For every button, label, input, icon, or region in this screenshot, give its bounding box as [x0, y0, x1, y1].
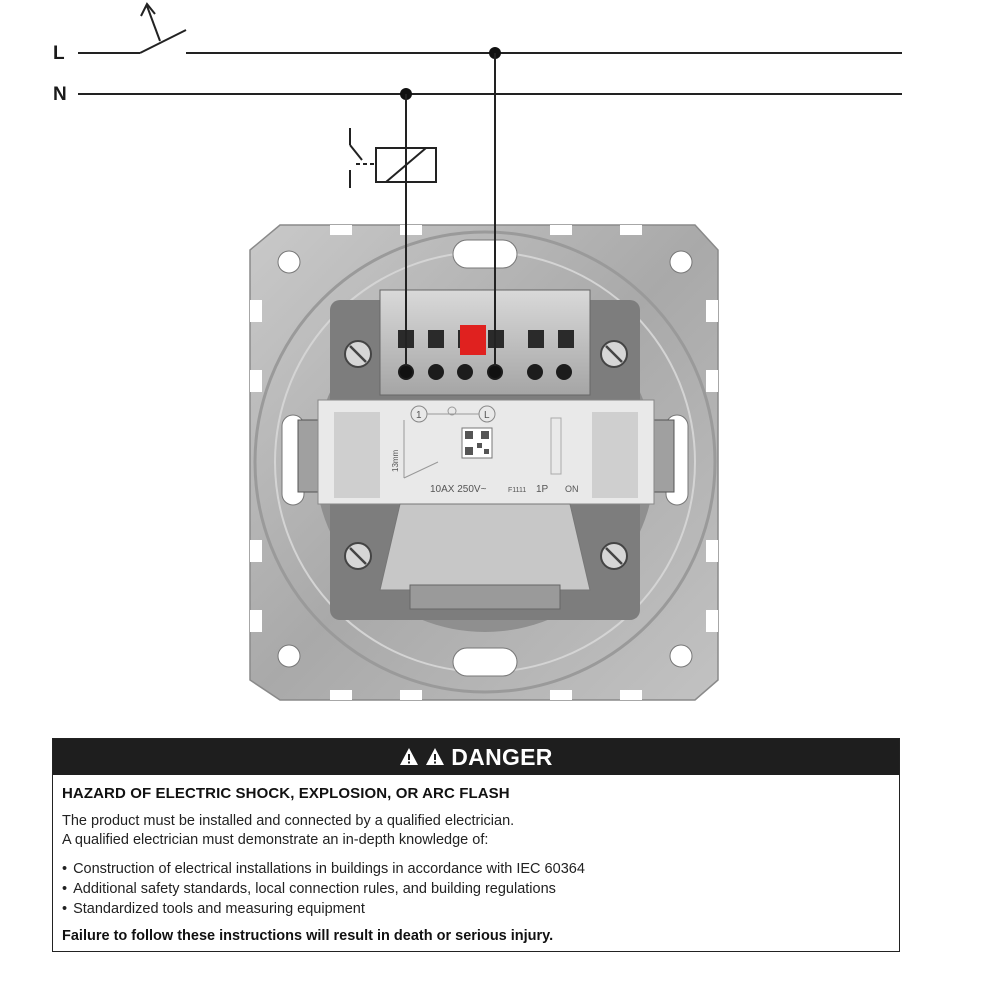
switch-arrow-icon [140, 2, 161, 42]
terminal-l-marking: L [484, 410, 490, 421]
line-l-label: L [53, 43, 65, 64]
consequence-statement: Failure to follow these instructions wil… [62, 928, 554, 944]
red-terminal-release [460, 325, 486, 355]
mounting-hole [669, 644, 693, 668]
terminal-connection-dot [400, 366, 412, 378]
danger-notice: DANGER HAZARD OF ELECTRIC SHOCK, EXPLOSI… [52, 738, 900, 952]
mounting-hole [669, 250, 693, 274]
list-item: Construction of electrical installations… [62, 859, 899, 879]
wiring-diagram: L N [53, 2, 902, 701]
warning-triangle-icon [399, 747, 419, 767]
rating-marking: 10AX 250V~ [430, 484, 487, 495]
mounting-hole [277, 250, 301, 274]
list-item: Standardized tools and measuring equipme… [62, 899, 899, 919]
requirements-list: Construction of electrical installations… [62, 859, 899, 919]
line-n-label: N [53, 84, 67, 105]
relay-coil-symbol [349, 128, 437, 188]
warning-triangle-icon [425, 747, 445, 767]
danger-header-label: DANGER [451, 743, 553, 770]
list-item: Additional safety standards, local conne… [62, 879, 899, 899]
terminal-1-marking: 1 [416, 410, 422, 421]
qr-code-icon [461, 427, 493, 459]
ref-marking: F1111 [508, 487, 526, 494]
poles-marking: 1P [536, 484, 549, 495]
switch-mechanism: 1 L 13mm 10AX 250V~ F1111 1P ON [297, 289, 675, 632]
on-marking: ON [565, 484, 579, 494]
terminal-connection-dot [489, 366, 501, 378]
hazard-title: HAZARD OF ELECTRIC SHOCK, EXPLOSION, OR … [62, 785, 510, 802]
danger-header: DANGER [53, 739, 899, 775]
intro-line-2: A qualified electrician must demonstrate… [62, 832, 489, 848]
line-l-wire [78, 29, 902, 54]
mounting-hole [277, 644, 301, 668]
intro-line-1: The product must be installed and connec… [62, 813, 515, 829]
strip-length-marking: 13mm [391, 449, 400, 472]
